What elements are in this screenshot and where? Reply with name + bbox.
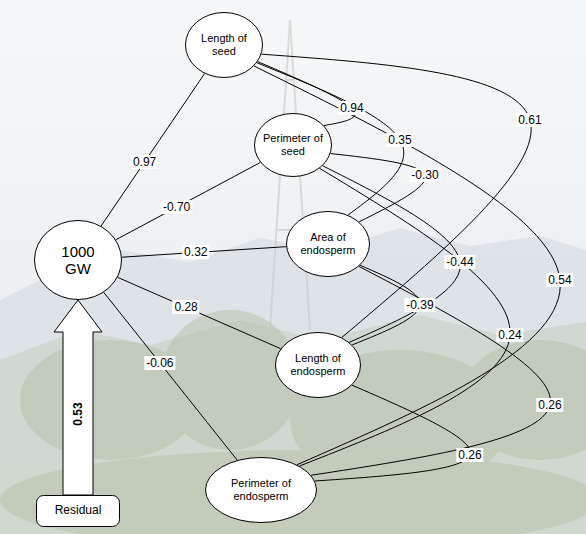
ellipse-shape bbox=[35, 221, 122, 300]
path-line bbox=[116, 162, 260, 239]
coefficient-label: -0.44 bbox=[444, 255, 475, 269]
tree-crown bbox=[160, 310, 300, 450]
node-label: Residual bbox=[55, 504, 102, 518]
rounded-rect-shape bbox=[37, 496, 120, 527]
coefficient-label: -0.70 bbox=[161, 200, 192, 214]
node-label: Perimeter of seed bbox=[263, 132, 324, 157]
trait-ellipse: Perimeter of endosperm bbox=[205, 457, 317, 523]
trait-ellipse: Area of endosperm bbox=[286, 211, 370, 277]
node-label: Length of endosperm bbox=[284, 352, 351, 377]
coefficient-label: 0.94 bbox=[338, 101, 365, 115]
coefficient-label: 0.61 bbox=[516, 113, 543, 127]
ellipse-shape bbox=[206, 458, 317, 523]
coefficient-label: -0.30 bbox=[409, 168, 440, 182]
coefficient-label: 0.32 bbox=[182, 245, 209, 259]
ellipse-shape bbox=[287, 212, 370, 277]
trait-ellipse: Perimeter of seed bbox=[254, 113, 332, 177]
node-label: Length of seed bbox=[194, 32, 255, 57]
coefficient-label: 0.35 bbox=[386, 133, 413, 147]
path-line bbox=[104, 292, 237, 460]
coefficient-label: 0.54 bbox=[546, 273, 573, 287]
trait-ellipse: Length of endosperm bbox=[275, 332, 361, 398]
correlation-curve bbox=[315, 385, 471, 481]
coefficient-label: 0.28 bbox=[172, 300, 199, 314]
coefficient-label: 0.26 bbox=[456, 448, 483, 462]
tower-brace bbox=[285, 79, 295, 81]
ellipse-shape bbox=[255, 114, 332, 177]
coefficient-label: 0.26 bbox=[536, 398, 563, 412]
coefficient-label: 0.24 bbox=[496, 328, 523, 342]
correlation-curve bbox=[254, 66, 560, 465]
coefficient-label: -0.06 bbox=[144, 356, 175, 370]
path-line bbox=[118, 277, 281, 348]
residual-coefficient: 0.53 bbox=[71, 400, 85, 427]
coefficient-label: -0.39 bbox=[404, 298, 435, 312]
coefficient-label: 0.97 bbox=[131, 155, 158, 169]
node-label: 1000 GW bbox=[56, 243, 100, 278]
path-line bbox=[101, 74, 204, 226]
correlation-curve bbox=[331, 154, 426, 222]
node-label: Area of endosperm bbox=[295, 231, 361, 256]
residual-arrow bbox=[54, 300, 102, 495]
node-label: Perimeter of endosperm bbox=[217, 477, 304, 502]
ellipse-shape bbox=[276, 333, 361, 398]
trait-ellipse: Length of seed bbox=[185, 12, 263, 78]
tree-crown bbox=[460, 340, 586, 460]
ellipse-shape bbox=[186, 13, 263, 78]
residual-box: Residual bbox=[36, 495, 120, 527]
outcome-ellipse: 1000 GW bbox=[34, 220, 122, 300]
